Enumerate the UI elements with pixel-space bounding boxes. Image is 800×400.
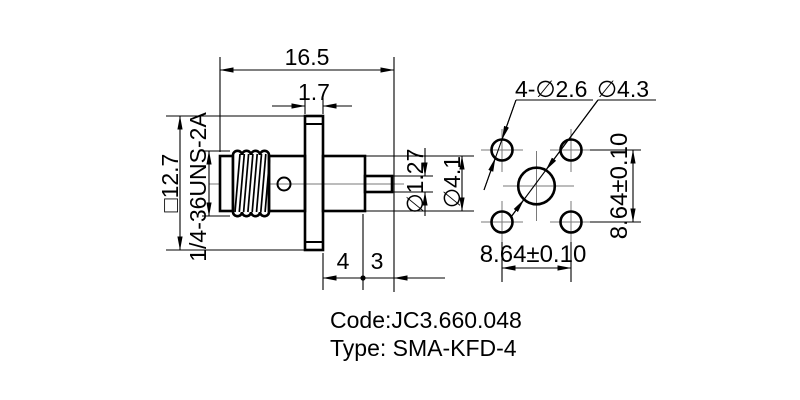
contact-pin — [363, 174, 394, 194]
side-view — [209, 114, 404, 252]
dim-mounting-holes-label: 4-∅2.6 — [515, 76, 587, 102]
face-view — [481, 129, 592, 244]
mount-hole-bottom-left — [490, 210, 514, 234]
leader-center-hole — [510, 99, 656, 218]
thread-hatch — [234, 153, 271, 213]
dim-center-hole-label: ∅4.3 — [597, 76, 649, 102]
side-view-dimensions: 16.5 1.7 □12.7 1/4-36UNS-2A ∅1.27 ∅4.1 4… — [157, 44, 474, 292]
dim-hole-spacing-vertical-label: 8.64±0.10 — [606, 133, 633, 240]
dim-flange-thickness-label: 1.7 — [298, 79, 330, 105]
dim-insulator-diameter-label: ∅4.1 — [439, 156, 465, 208]
part-code-label: Code:JC3.660.048 — [330, 307, 522, 333]
solder-hole — [276, 176, 292, 192]
dim-body-length-label: 4 — [337, 248, 350, 274]
dim-pin-length-label: 3 — [371, 248, 384, 274]
nut-end-cap — [218, 154, 235, 213]
dim-flange-square-label: □12.7 — [157, 154, 183, 213]
dim-hole-spacing-horizontal-label: 8.64±0.10 — [480, 241, 587, 268]
mount-hole-bottom-right — [559, 210, 583, 234]
leader-mounting-holes — [483, 99, 593, 191]
face-view-dimensions: 4-∅2.6 ∅4.3 8.64±0.10 8.64±0.10 — [480, 76, 656, 282]
chain-dimension-dot — [360, 275, 366, 281]
title-block: Code:JC3.660.048 Type: SMA-KFD-4 — [330, 307, 522, 361]
dim-pin-diameter-label: ∅1.27 — [402, 149, 428, 214]
hole-centerlines — [481, 129, 592, 244]
thread-spec-label: 1/4-36UNS-2A — [185, 112, 211, 262]
center-hole — [516, 166, 557, 206]
dim-total-length-label: 16.5 — [285, 44, 330, 70]
part-type-label: Type: SMA-KFD-4 — [330, 335, 517, 361]
flange — [303, 114, 325, 252]
